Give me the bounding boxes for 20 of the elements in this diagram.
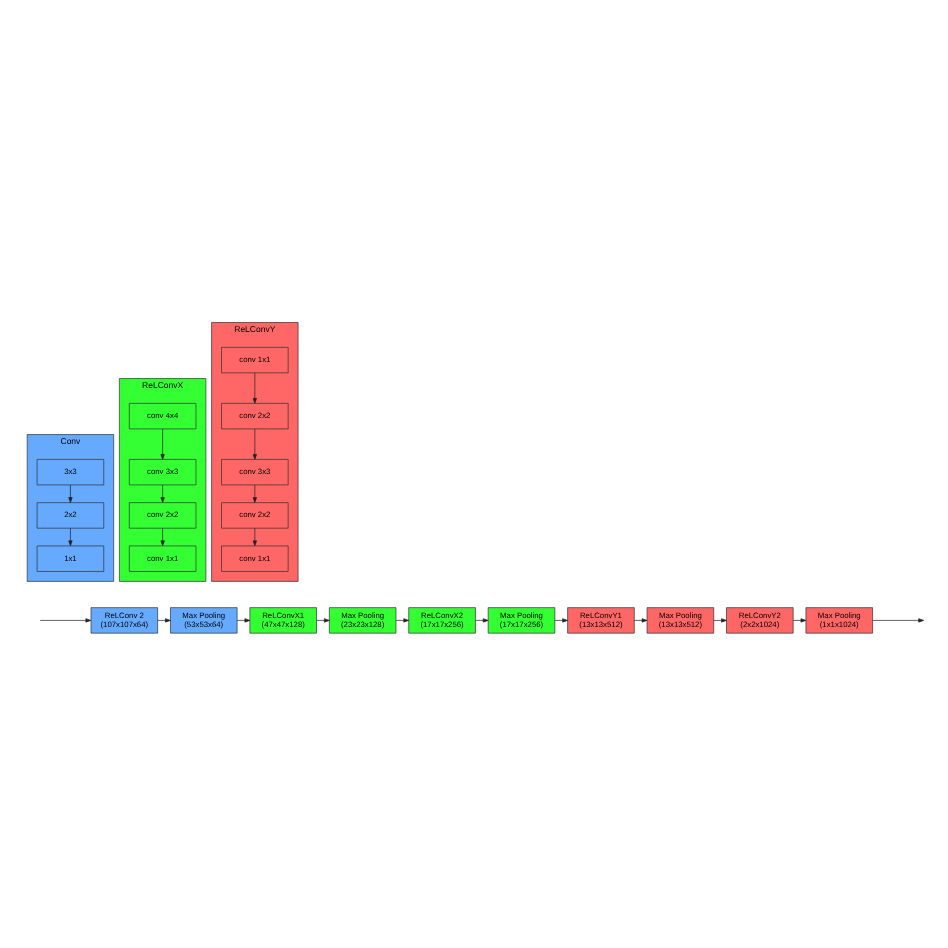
arrow <box>68 526 73 546</box>
arrow <box>160 427 165 459</box>
arrow <box>316 617 330 622</box>
arrow <box>252 371 257 403</box>
arrow <box>395 617 410 622</box>
arrow <box>554 617 568 622</box>
arrow <box>252 483 257 502</box>
arrow <box>68 483 73 502</box>
arrow <box>160 483 165 502</box>
arrow <box>252 427 257 459</box>
arrow <box>252 526 257 546</box>
arrow <box>634 617 648 622</box>
arrow <box>39 617 92 622</box>
arrow <box>157 617 171 622</box>
arrow <box>160 526 165 546</box>
arrow <box>793 617 807 622</box>
arrow <box>872 617 924 622</box>
arrow <box>236 617 251 622</box>
arrow <box>713 617 727 622</box>
arrow <box>475 617 489 622</box>
